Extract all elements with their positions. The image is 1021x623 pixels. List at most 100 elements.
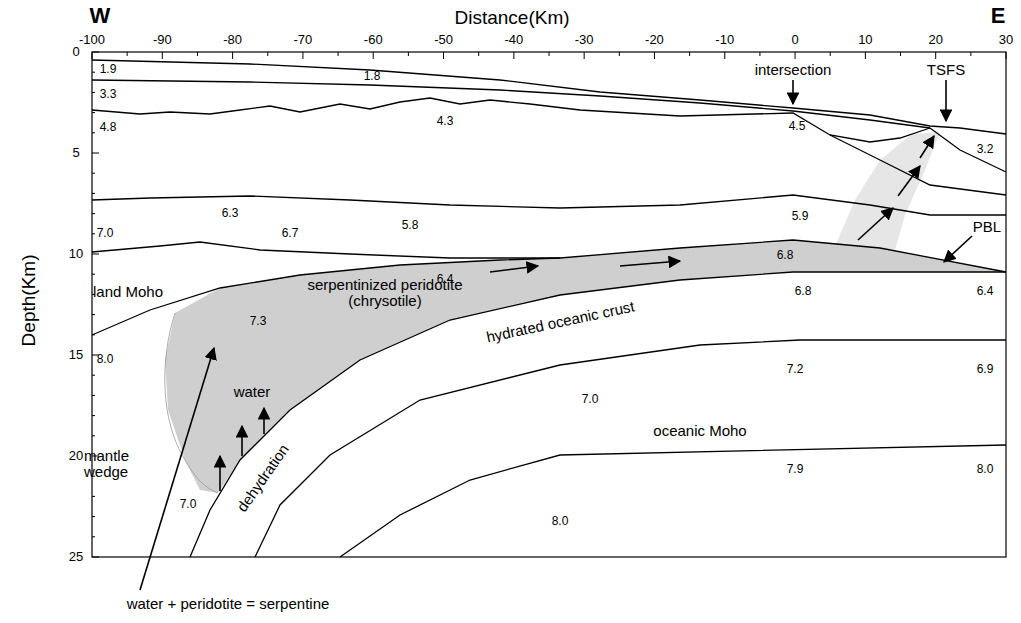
tick-label: -60 xyxy=(364,33,383,47)
velocity-value: 1.9 xyxy=(100,63,117,76)
tick-mark xyxy=(443,52,444,59)
tick-label: 0 xyxy=(72,45,79,59)
tick-mark xyxy=(1006,52,1007,59)
tick-mark xyxy=(338,52,339,56)
tick-mark xyxy=(92,213,95,214)
velocity-value: 7.0 xyxy=(582,393,599,406)
velocity-value: 6.8 xyxy=(777,249,794,262)
tick-mark xyxy=(373,52,374,59)
feature-label: intersection xyxy=(755,62,832,79)
velocity-value: 6.7 xyxy=(282,227,299,240)
velocity-value: 6.8 xyxy=(795,285,812,298)
velocity-value: 8.0 xyxy=(977,463,994,476)
feature-label: serpentinized peridotite (chrysotile) xyxy=(298,277,473,310)
velocity-value: 3.2 xyxy=(977,143,994,156)
tick-mark xyxy=(795,52,796,59)
tick-mark xyxy=(92,173,95,174)
tick-mark xyxy=(92,375,95,376)
velocity-value: 4.5 xyxy=(789,120,806,133)
velocity-value: 5.8 xyxy=(402,219,419,232)
tick-mark xyxy=(654,52,655,59)
velocity-value: 8.0 xyxy=(552,515,569,528)
wedge-edge xyxy=(165,313,218,493)
tick-mark xyxy=(584,52,585,59)
velocity-value: 7.0 xyxy=(180,498,197,511)
feature-label: PBL xyxy=(973,219,1001,236)
velocity-value: 4.8 xyxy=(100,121,117,134)
tick-mark xyxy=(478,52,479,56)
arrows xyxy=(140,80,972,590)
tick-mark xyxy=(92,193,95,194)
tick-mark xyxy=(267,52,268,56)
tick-label: -70 xyxy=(294,33,313,47)
velocity-value: 7.3 xyxy=(250,315,267,328)
velocity-value: 1.8 xyxy=(364,70,381,83)
axis-ticks xyxy=(92,52,1006,557)
tick-mark xyxy=(689,52,690,56)
feature-label: hydrated oceanic crust xyxy=(484,298,635,346)
compass-letter: W xyxy=(90,4,111,28)
tick-label: 20 xyxy=(69,449,83,463)
velocity-value: 6.4 xyxy=(977,285,994,298)
tick-label: -20 xyxy=(645,33,664,47)
velocity-value: 5.9 xyxy=(792,210,809,223)
axis-title: Depth(Km) xyxy=(20,254,41,346)
tick-mark xyxy=(92,395,95,396)
tick-mark xyxy=(92,112,95,113)
velocity-value: 7.9 xyxy=(787,463,804,476)
tick-label: -100 xyxy=(79,33,105,47)
tick-mark xyxy=(865,52,866,59)
tick-mark xyxy=(830,52,831,56)
tick-mark xyxy=(513,52,514,59)
compass-letter: E xyxy=(991,4,1006,28)
tick-mark xyxy=(92,516,95,517)
tick-mark xyxy=(92,254,99,255)
tick-mark xyxy=(92,92,95,93)
velocity-value: 7.0 xyxy=(97,227,114,240)
tick-mark xyxy=(92,334,95,335)
velocity-value: 6.9 xyxy=(977,363,994,376)
tick-mark xyxy=(92,415,95,416)
tick-mark xyxy=(408,52,409,56)
tick-label: 25 xyxy=(69,550,83,564)
feature-label: water xyxy=(234,384,271,401)
feature-label: mantle wedge xyxy=(84,448,144,481)
tick-mark xyxy=(92,52,93,59)
feature-label: TSFS xyxy=(927,62,965,79)
tick-mark xyxy=(92,52,99,53)
tick-mark xyxy=(92,557,99,558)
plot-frame xyxy=(92,52,1006,557)
tick-mark xyxy=(127,52,128,56)
layer-boundaries xyxy=(92,60,1006,557)
tick-mark xyxy=(970,52,971,56)
tick-label: 0 xyxy=(791,33,798,47)
feature-label: oceanic Moho xyxy=(653,423,746,440)
velocity-value: 6.3 xyxy=(222,207,239,220)
tick-label: 10 xyxy=(858,33,872,47)
tick-mark xyxy=(724,52,725,59)
tick-mark xyxy=(92,274,95,275)
tick-label: 30 xyxy=(999,33,1013,47)
velocity-value: 7.2 xyxy=(787,363,804,376)
tick-label: -30 xyxy=(575,33,594,47)
tick-label: -90 xyxy=(153,33,172,47)
tick-mark xyxy=(92,536,95,537)
tick-label: -40 xyxy=(504,33,523,47)
tick-mark xyxy=(549,52,550,56)
velocity-value: 3.3 xyxy=(100,88,117,101)
tick-mark xyxy=(92,153,99,154)
feature-label: land Moho xyxy=(93,284,163,301)
tick-mark xyxy=(232,52,233,59)
tick-mark xyxy=(619,52,620,56)
tick-mark xyxy=(162,52,163,59)
fluid-zone xyxy=(835,132,940,250)
tick-mark xyxy=(197,52,198,56)
velocity-value: 8.0 xyxy=(97,353,114,366)
tick-label: 5 xyxy=(72,146,79,160)
tick-mark xyxy=(92,132,95,133)
tick-mark xyxy=(759,52,760,56)
tick-label: -80 xyxy=(223,33,242,47)
tick-label: 20 xyxy=(928,33,942,47)
tick-mark xyxy=(92,72,95,73)
